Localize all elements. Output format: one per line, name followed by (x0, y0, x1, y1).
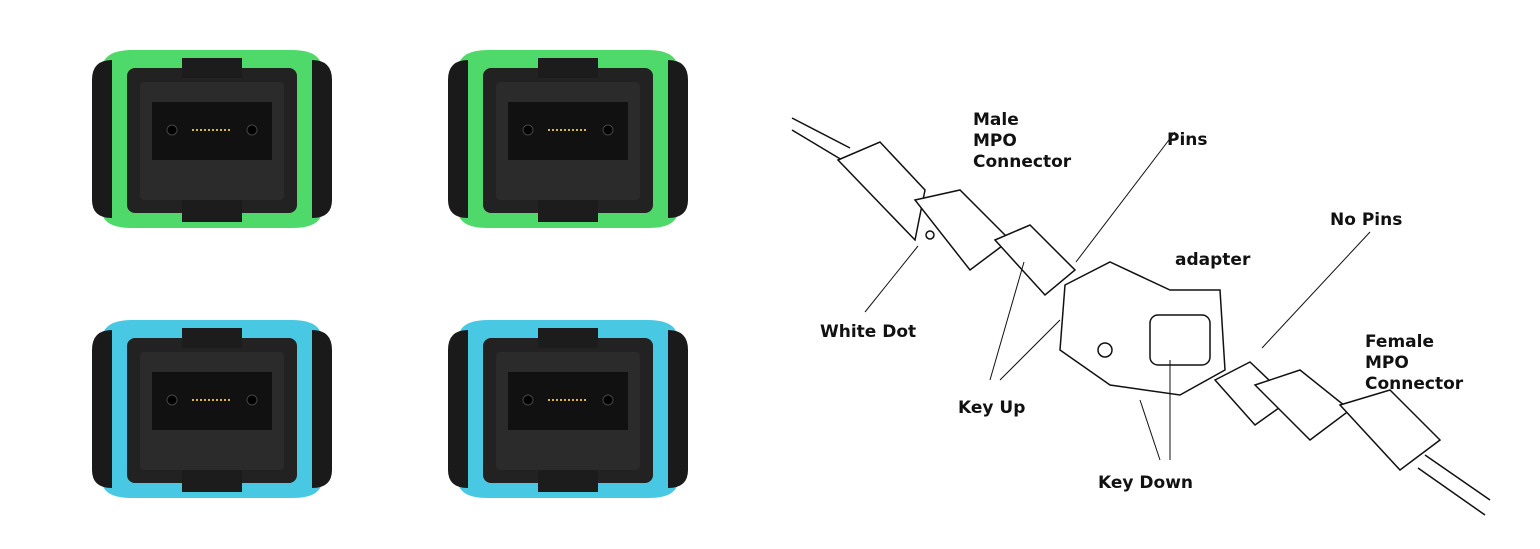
key-up-label: Key Up (958, 398, 1026, 418)
adapter-label: adapter (1175, 250, 1251, 270)
key-down-label: Key Down (1098, 473, 1194, 493)
adapter (1059, 261, 1226, 396)
aqua-connector-photo-1 (92, 320, 332, 498)
green-connector-photo-1 (92, 50, 332, 228)
female-cable (1213, 361, 1491, 516)
pointer-lines (864, 131, 1371, 461)
pins-label: Pins (1167, 130, 1208, 150)
green-connector-photo-2 (448, 50, 688, 228)
mpo-connection-diagram (791, 117, 1491, 516)
aqua-connector-photo-2 (448, 320, 688, 498)
male-cable (791, 117, 1077, 297)
white-dot-label: White Dot (820, 322, 917, 342)
no-pins-label: No Pins (1330, 210, 1403, 230)
